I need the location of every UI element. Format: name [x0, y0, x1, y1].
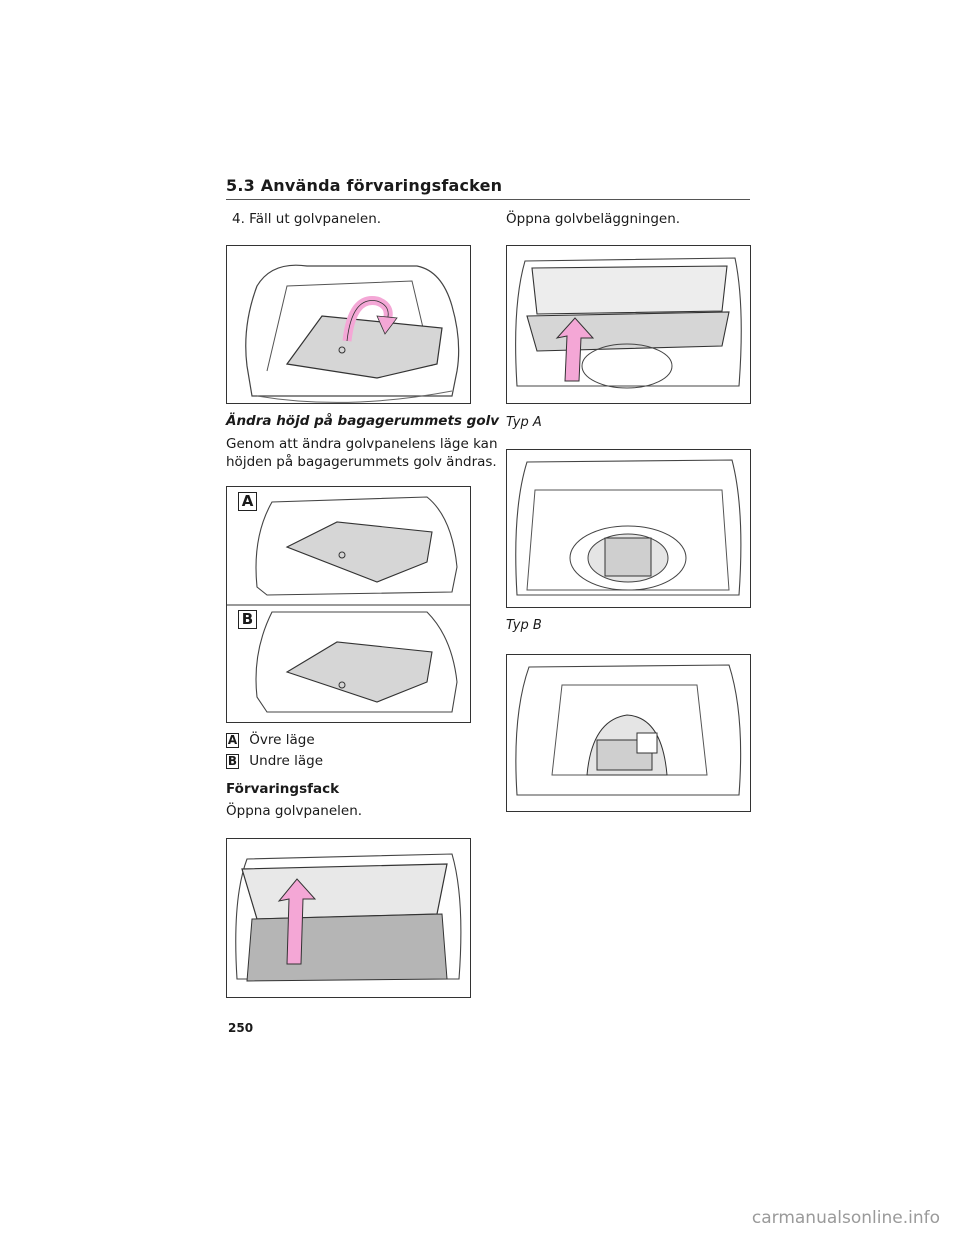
type-a-label: Typ A — [506, 415, 542, 430]
legend-text-b: Undre läge — [249, 753, 324, 769]
storage-heading: Förvaringsfack — [226, 781, 340, 797]
watermark: carmanualsonline.info — [751, 1208, 940, 1228]
legend-item-a: A Övre läge — [226, 730, 315, 750]
step-4-text: 4. Fäll ut golvpanelen. — [232, 211, 382, 227]
figure-label-a: A — [238, 492, 257, 511]
figure-floor-positions: A B — [226, 486, 471, 723]
page-number: 250 — [228, 1021, 254, 1035]
height-body-line-2: höjden på bagagerummets golv ändras. — [226, 454, 497, 470]
type-b-label: Typ B — [506, 618, 542, 633]
figure-open-floor-panel — [226, 838, 471, 998]
open-cover-text: Öppna golvbeläggningen. — [506, 211, 681, 227]
figure-type-b-compartment — [506, 654, 751, 812]
header-rule — [226, 199, 750, 200]
figure-type-a-compartment — [506, 449, 751, 608]
legend-key-b: B — [226, 754, 239, 769]
figure-open-floor-cover — [506, 245, 751, 404]
height-body-line-1: Genom att ändra golvpanelens läge kan — [226, 436, 498, 452]
section-title: 5.3 Använda förvaringsfacken — [226, 176, 503, 195]
legend-text-a: Övre läge — [249, 732, 315, 748]
figure-label-b: B — [238, 610, 257, 629]
legend-item-b: B Undre läge — [226, 751, 323, 771]
height-heading: Ändra höjd på bagagerummets golv — [226, 413, 500, 429]
legend-key-a: A — [226, 733, 239, 748]
figure-unfold-floor-panel — [226, 245, 471, 404]
storage-body: Öppna golvpanelen. — [226, 803, 363, 819]
